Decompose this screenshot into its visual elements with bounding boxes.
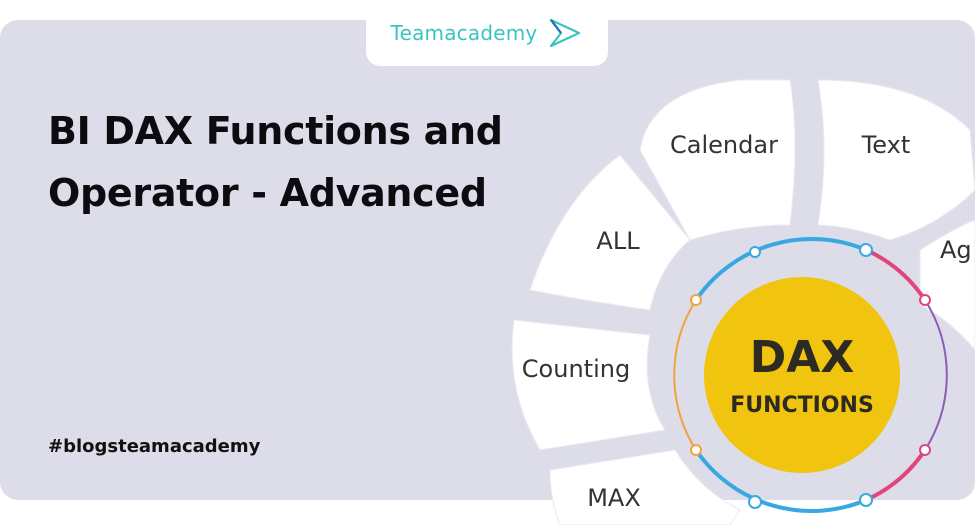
- page-title: BI DAX Functions and Operator - Advanced: [48, 109, 503, 215]
- dax-functions-wheel: Calendar Text Ag ALL Counting MAX DAX FU…: [511, 79, 975, 525]
- segment-label-max: MAX: [587, 484, 641, 512]
- segment-label-calendar: Calendar: [670, 131, 778, 159]
- segment-label-ag: Ag: [940, 236, 972, 264]
- segment-label-all: ALL: [596, 227, 640, 255]
- dax-center-disc: [704, 277, 900, 473]
- segment-label-counting: Counting: [522, 355, 630, 383]
- segment-label-text: Text: [861, 131, 911, 159]
- segment-counting: [511, 319, 666, 451]
- segment-all: [529, 154, 691, 311]
- hero-card: BI DAX Functions and Operator - Advanced…: [0, 20, 975, 500]
- center-title: DAX: [750, 332, 855, 383]
- segment-text: [817, 79, 975, 241]
- center-subtitle: FUNCTIONS: [730, 393, 874, 418]
- brand-tab[interactable]: Teamacademy: [366, 0, 608, 66]
- segment-max: [549, 449, 741, 525]
- segment-calendar: [639, 79, 796, 241]
- arrow-chevron-icon: [550, 18, 581, 48]
- hashtag-label: #blogsteamacademy: [48, 436, 261, 457]
- brand-name: Teamacademy: [390, 21, 538, 45]
